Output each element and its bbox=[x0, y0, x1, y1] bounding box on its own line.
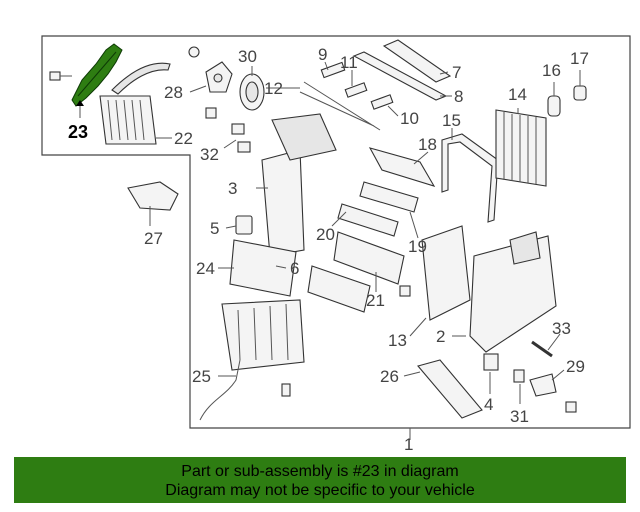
callout-30: 30 bbox=[238, 47, 257, 66]
banner-line-1: Part or sub-assembly is #23 in diagram bbox=[181, 463, 459, 480]
arrow-23 bbox=[76, 100, 84, 106]
screw-icon bbox=[188, 46, 200, 58]
part-14-evaporator[interactable] bbox=[495, 109, 547, 187]
callout-26: 26 bbox=[380, 367, 399, 386]
part-18-door[interactable] bbox=[368, 147, 436, 187]
part-24-tray[interactable] bbox=[229, 239, 297, 297]
callout-28: 28 bbox=[164, 83, 183, 102]
callout-25: 25 bbox=[192, 367, 211, 386]
bolt-icon bbox=[49, 71, 72, 81]
callout-1: 1 bbox=[404, 435, 413, 454]
part-10-foam[interactable] bbox=[370, 94, 394, 110]
callout-21: 21 bbox=[366, 291, 385, 310]
part-13-housing[interactable] bbox=[421, 225, 471, 321]
diagram-frame bbox=[41, 35, 631, 429]
part-3-duct[interactable] bbox=[261, 113, 337, 257]
part-4-seal[interactable] bbox=[483, 353, 499, 371]
callout-27: 27 bbox=[144, 229, 163, 248]
callout-20: 20 bbox=[316, 225, 335, 244]
banner-line-2: Diagram may not be specific to your vehi… bbox=[165, 482, 475, 499]
part-25-drain-hose[interactable] bbox=[199, 359, 241, 421]
callout-12: 12 bbox=[264, 79, 283, 98]
part-9-foam[interactable] bbox=[320, 61, 346, 79]
part-20-flap[interactable] bbox=[337, 203, 399, 237]
callout-9: 9 bbox=[318, 45, 327, 64]
callout-32: 32 bbox=[200, 145, 219, 164]
part-7-seal-strip[interactable] bbox=[382, 39, 452, 83]
part-27-bracket[interactable] bbox=[127, 181, 179, 211]
callout-33: 33 bbox=[552, 319, 571, 338]
part-5-seal[interactable] bbox=[235, 215, 253, 235]
part-16-sensor[interactable] bbox=[547, 95, 561, 117]
bolt-icon bbox=[565, 401, 577, 413]
callout-23: 23 bbox=[68, 122, 88, 142]
callout-29: 29 bbox=[566, 357, 585, 376]
bolt-icon bbox=[399, 285, 411, 297]
part-31-clip[interactable] bbox=[513, 369, 525, 383]
callout-3: 3 bbox=[228, 179, 237, 198]
part-26-duct[interactable] bbox=[417, 359, 483, 419]
part-32-clips[interactable] bbox=[205, 107, 251, 153]
callout-18: 18 bbox=[418, 135, 437, 154]
part-29-actuator[interactable] bbox=[529, 373, 557, 397]
part-2-main-housing[interactable] bbox=[469, 231, 557, 353]
part-19-flap[interactable] bbox=[359, 181, 419, 213]
leader-lines bbox=[149, 61, 581, 440]
part-17-cap[interactable] bbox=[573, 85, 587, 101]
part-22-heater-core[interactable] bbox=[99, 62, 171, 145]
callout-15: 15 bbox=[442, 111, 461, 130]
bolt-icon bbox=[281, 383, 291, 397]
callout-31: 31 bbox=[510, 407, 529, 426]
callout-7: 7 bbox=[452, 63, 461, 82]
part-30-motor[interactable] bbox=[239, 73, 265, 111]
lower-case[interactable] bbox=[221, 299, 305, 371]
callout-6: 6 bbox=[290, 259, 299, 278]
callout-2: 2 bbox=[436, 327, 445, 346]
callout-13: 13 bbox=[388, 331, 407, 350]
callout-14: 14 bbox=[508, 85, 527, 104]
part-21-flap[interactable] bbox=[307, 231, 405, 313]
callout-4: 4 bbox=[484, 395, 493, 414]
info-banner: Part or sub-assembly is #23 in diagram D… bbox=[14, 457, 626, 503]
parts-diagram: 1 2 3 4 5 6 7 8 9 10 11 12 13 14 15 16 1… bbox=[41, 35, 631, 454]
part-23-bracket[interactable] bbox=[71, 43, 123, 107]
callout-8: 8 bbox=[454, 87, 463, 106]
part-28-actuator[interactable] bbox=[205, 61, 233, 93]
callout-10: 10 bbox=[400, 109, 419, 128]
part-12-cables[interactable] bbox=[299, 81, 381, 131]
part-15-frame[interactable] bbox=[441, 133, 499, 223]
callout-19: 19 bbox=[408, 237, 427, 256]
callout-5: 5 bbox=[210, 219, 219, 238]
callout-16: 16 bbox=[542, 61, 561, 80]
part-11-foam[interactable] bbox=[344, 82, 368, 98]
callout-22: 22 bbox=[174, 129, 193, 148]
callout-11: 11 bbox=[340, 53, 358, 72]
part-33-screw[interactable] bbox=[531, 340, 553, 358]
callout-17: 17 bbox=[570, 49, 589, 68]
callout-24: 24 bbox=[196, 259, 215, 278]
